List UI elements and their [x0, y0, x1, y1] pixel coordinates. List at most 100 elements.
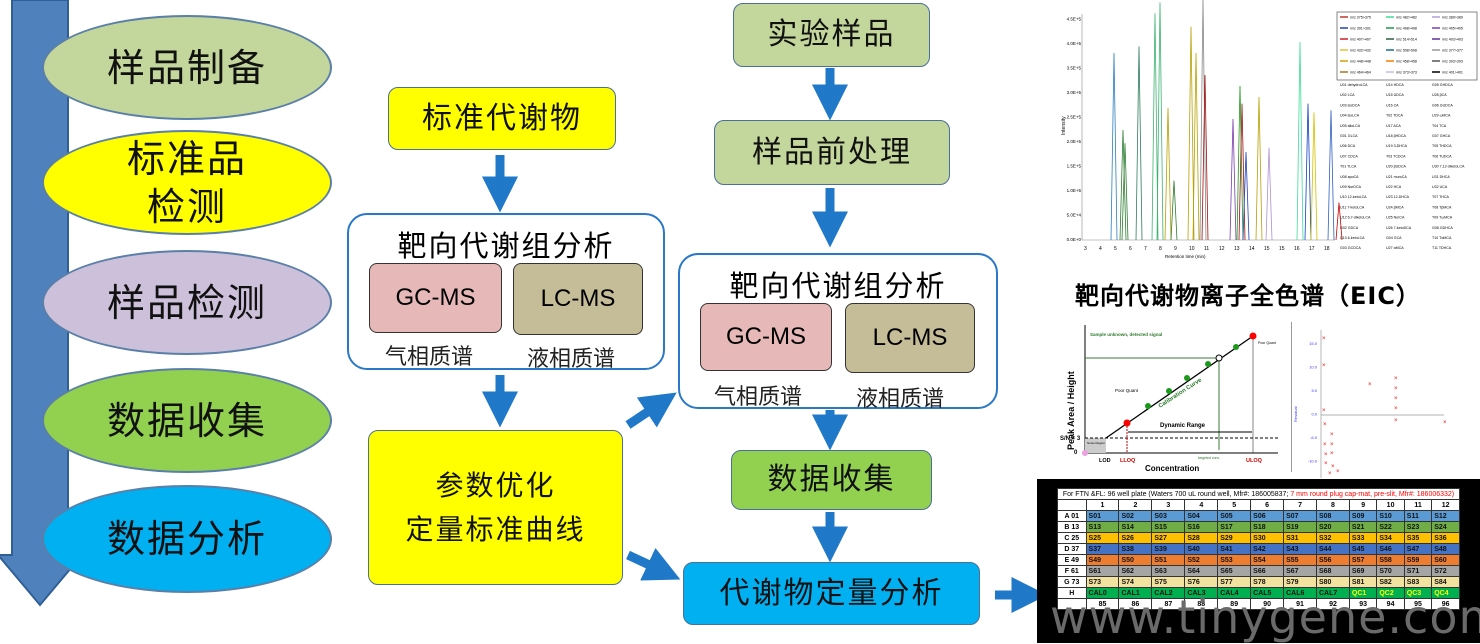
- plate-cell: S29: [1217, 532, 1252, 544]
- eic-ytick: 1.5E+5: [1067, 164, 1082, 169]
- plate-cell: S11: [1403, 510, 1433, 522]
- residual-ytick: 5.0: [1311, 388, 1317, 393]
- legend-entry: m/z 514>514: [1396, 38, 1417, 42]
- plate-cell: S71: [1403, 565, 1433, 577]
- compound-entry: T10 TαMCA: [1432, 236, 1452, 240]
- plate-cell: S15: [1151, 521, 1186, 533]
- plate-cell: S44: [1316, 543, 1350, 555]
- compound-entry: T01 TLCA: [1340, 165, 1357, 169]
- plate-title: For FTN &FL: 96 well plate (Waters 700 u…: [1057, 488, 1460, 500]
- gc-label: 气相质谱: [385, 345, 474, 370]
- legend-entry: m/z 401>401: [1442, 71, 1463, 75]
- standard-analysis-group: 靶向代谢组分析 GC-MS LC-MS 气相质谱 液相质谱: [347, 213, 665, 372]
- compound-entry: T06 TUDCA: [1432, 154, 1452, 158]
- eic-xtick: 8: [1159, 246, 1162, 252]
- plate-cell: S54: [1250, 554, 1285, 566]
- sample-analysis-group: 靶向代谢组分析 GC-MS LC-MS 气相质谱 液相质谱: [678, 253, 998, 412]
- residual-point: ×: [1368, 382, 1372, 388]
- calibration-curve-chart: Peak Area / Height Noise Region S/N = 3 …: [1060, 325, 1280, 473]
- poor-quant-label: Poor Quant: [1115, 388, 1139, 393]
- step-label: 样品检测: [106, 280, 267, 325]
- plate-cell: S19: [1283, 521, 1317, 533]
- plate-col-header: 7: [1283, 499, 1317, 511]
- targeted-label: targeted conc.: [1198, 456, 1220, 460]
- compound-entry: U32 UCA: [1432, 185, 1448, 189]
- eic-xtick: 13: [1234, 246, 1240, 252]
- compound-entry: U04 isoLCA: [1340, 114, 1360, 118]
- compound-entry: U28 βCA: [1432, 93, 1447, 97]
- legend-entry: m/z 391>391: [1350, 27, 1371, 31]
- plate-cell: S79: [1283, 576, 1317, 588]
- eic-peak: [1236, 85, 1244, 241]
- step-label: 样品制备: [106, 45, 267, 90]
- compound-entry: U03 isoDCA: [1340, 103, 1360, 107]
- plate-row-label: G 73: [1057, 576, 1087, 588]
- plate-cell: S24: [1431, 521, 1460, 533]
- compound-entry: G01 GLCA: [1340, 134, 1358, 138]
- plate-cell: S34: [1376, 532, 1405, 544]
- plate-cell: S38: [1118, 543, 1153, 555]
- eic-peak: [1121, 143, 1129, 241]
- compound-entry: T07 THCA: [1432, 195, 1450, 199]
- compound-entry: U30 7,12-diketoLCA: [1432, 165, 1465, 169]
- eic-ytick: 4.0E+5: [1067, 41, 1082, 46]
- eic-peak: [1110, 52, 1118, 241]
- plate-col-header: 9: [1348, 499, 1378, 511]
- plate-cell: S16: [1184, 521, 1219, 533]
- eic-peak: [1170, 180, 1178, 241]
- plate-col-header: 1: [1085, 499, 1120, 511]
- compound-entry: U17 ACA: [1386, 124, 1401, 128]
- watermark: www.tinygene.com: [1050, 590, 1480, 644]
- eic-xtick: 9: [1174, 246, 1177, 252]
- residual-point: ×: [1394, 406, 1398, 412]
- eic-peak: [1242, 151, 1250, 241]
- group-title: 靶向代谢组分析: [397, 229, 615, 263]
- compound-entry: T09 TωMCA: [1432, 216, 1453, 220]
- poor-quant-label: Poor Quant: [1258, 341, 1276, 345]
- legend-entry: m/z 403>403: [1442, 38, 1463, 42]
- plate-cell: S40: [1184, 543, 1219, 555]
- zero-label: 0: [1074, 450, 1078, 456]
- compound-entry: U12 6,7-diketoLCA: [1340, 216, 1371, 220]
- eic-peak: [1156, 2, 1164, 241]
- plate-cell: S76: [1184, 576, 1219, 588]
- plate-cell: S69: [1348, 565, 1378, 577]
- compound-entry: T11 TDHCA: [1432, 246, 1452, 250]
- plate-col-header: 6: [1250, 499, 1285, 511]
- plate-cell: S83: [1403, 576, 1433, 588]
- eic-peak: [1135, 46, 1143, 241]
- eic-ytick: 5.0E+4: [1067, 213, 1082, 218]
- eic-peak: [1265, 147, 1273, 241]
- plate-row-label: E 49: [1057, 554, 1087, 566]
- compound-entry: U06 DCA: [1340, 144, 1356, 148]
- compound-entry: G07 GHCA: [1432, 134, 1451, 138]
- plate-row-label: B 13: [1057, 521, 1087, 533]
- eic-xtick: 12: [1219, 246, 1225, 252]
- range-label: Dynamic Range: [1160, 423, 1206, 429]
- plate-row-label: D 37: [1057, 543, 1087, 555]
- lod-label: LOD: [1099, 458, 1111, 464]
- cal-xlabel: Concentration: [1145, 464, 1199, 473]
- compound-entry: U22 HCA: [1386, 185, 1402, 189]
- plate-cell: S28: [1184, 532, 1219, 544]
- eic-peak: [1255, 96, 1263, 241]
- plate-cell: S57: [1348, 554, 1378, 566]
- plate-col-header: 4: [1184, 499, 1219, 511]
- plate-cell: CAL4: [1217, 587, 1252, 599]
- plate-cell: CAL2: [1151, 587, 1186, 599]
- eic-caption: 靶向代谢物离子全色谱（EIC）: [1075, 282, 1421, 310]
- eic-xtick: 7: [1144, 246, 1147, 252]
- plate-title-text: For FTN &FL: 96 well plate (Waters 700 u…: [1062, 490, 1291, 498]
- arrow-diagonal-icon: [625, 392, 677, 429]
- residual-ytick: 10.0: [1309, 365, 1318, 370]
- eic-xtick: 5: [1114, 246, 1117, 252]
- residual-point: ×: [1394, 418, 1398, 424]
- eic-peak: [1199, 0, 1207, 241]
- box-label: 数据收集: [767, 462, 896, 497]
- plate-title-red: 7 mm round plug cap-mat, pre-slit, Mfr#:…: [1290, 490, 1455, 498]
- plate-cell: S72: [1431, 565, 1460, 577]
